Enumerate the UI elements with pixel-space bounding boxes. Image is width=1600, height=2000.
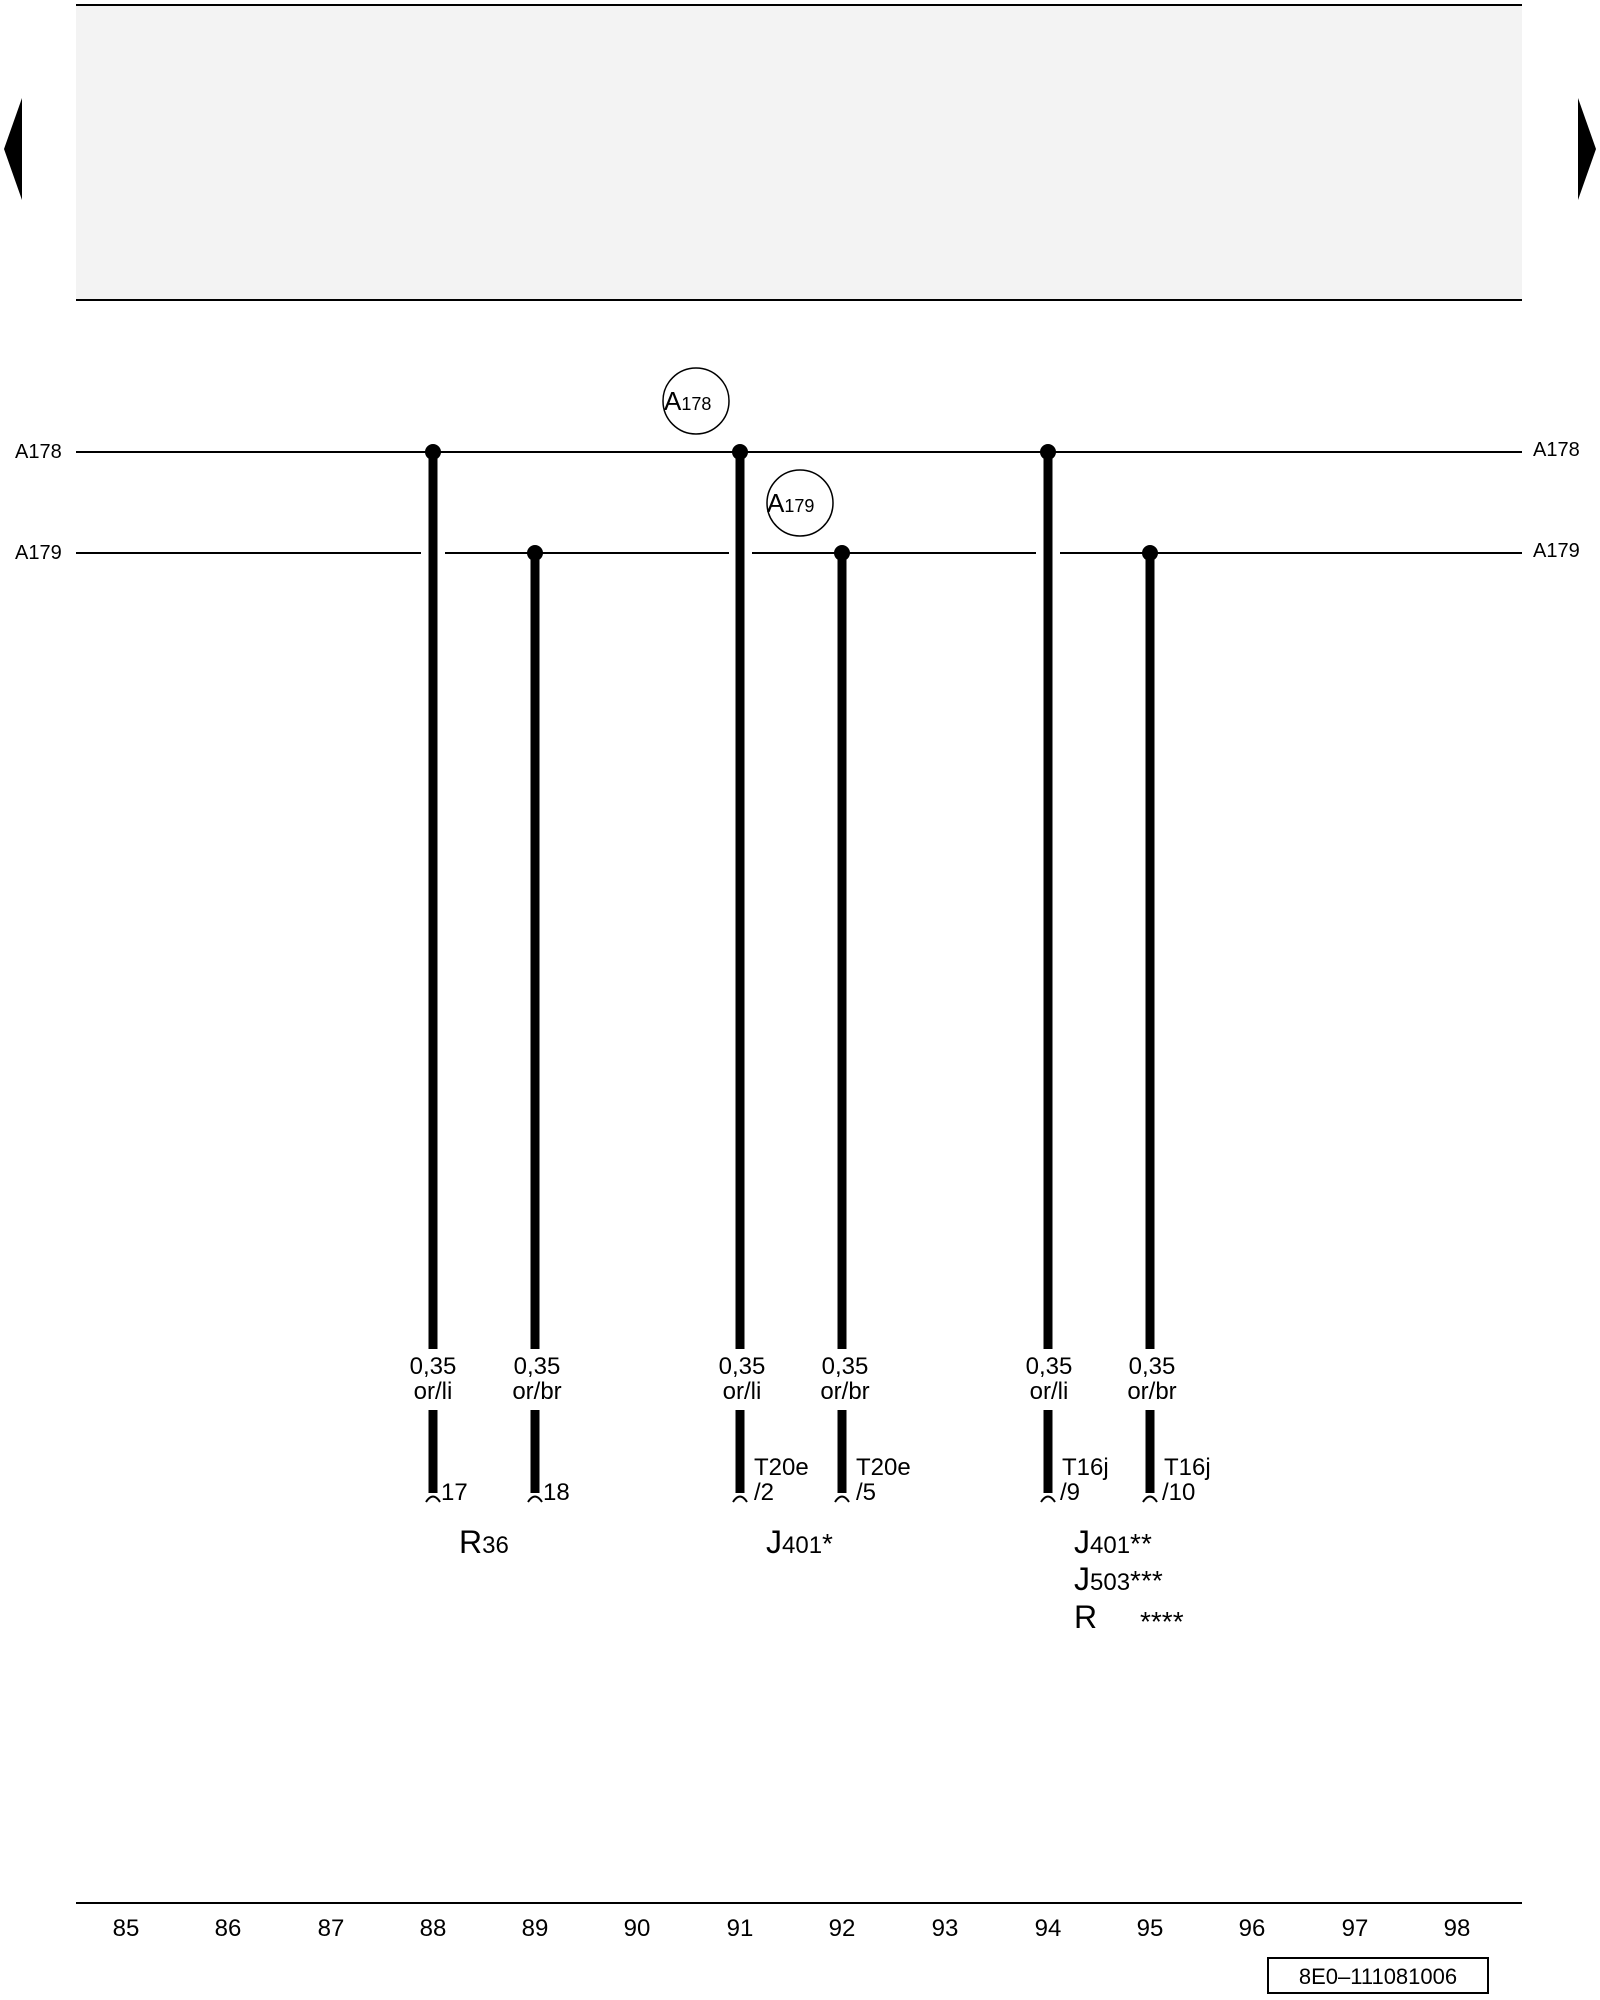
diagram-code-box (1267, 1957, 1489, 1994)
column-number: 93 (932, 1915, 959, 1942)
wire-color: or/br (820, 1378, 869, 1405)
header-band (76, 5, 1522, 300)
component-label-j401-1: J401* (766, 1524, 833, 1560)
bus-label-a179-right: A179 (1533, 540, 1580, 562)
junction-dot (527, 545, 543, 561)
component-label-r-mark: **** (1140, 1606, 1184, 1637)
pin-number: /5 (856, 1479, 876, 1506)
connector-pin-icon (834, 1495, 850, 1503)
wire-col-94: 0,35 or/li T16j /9 (1026, 444, 1109, 1506)
junction-dot (425, 444, 441, 460)
pin-number: /9 (1060, 1479, 1080, 1506)
connector-pin-icon (425, 1495, 441, 1503)
column-number: 89 (522, 1915, 549, 1942)
junction-dot (732, 444, 748, 460)
connector-id: T20e (754, 1454, 809, 1481)
wire-color: or/br (1127, 1378, 1176, 1405)
bus-label-a178-left: A178 (15, 441, 62, 463)
connector-id: T16j (1062, 1454, 1109, 1481)
wire-size: 0,35 (410, 1353, 457, 1380)
diagram-code: 8E0–111081006 (1299, 1964, 1457, 1989)
bus-label-a178-right: A178 (1533, 439, 1580, 461)
wire-size: 0,35 (822, 1353, 869, 1380)
column-numbers: 85 86 87 88 89 90 91 92 93 94 95 96 97 9… (113, 1915, 1471, 1942)
column-number: 94 (1035, 1915, 1062, 1942)
component-label-j503: J503*** (1074, 1561, 1163, 1597)
wire-col-88: 0,35 or/li 17 (410, 444, 468, 1506)
bus-label-a179-left: A179 (15, 542, 62, 564)
next-page-arrow-icon[interactable] (1578, 98, 1596, 200)
svg-text:A179: A179 (767, 488, 814, 518)
junction-dot (1040, 444, 1056, 460)
column-number: 85 (113, 1915, 140, 1942)
pin-number: 18 (543, 1479, 570, 1506)
wire-col-91: 0,35 or/li T20e /2 (719, 444, 809, 1506)
wire-color: or/li (414, 1378, 453, 1405)
wire-size: 0,35 (514, 1353, 561, 1380)
column-number: 86 (215, 1915, 242, 1942)
junction-dot (834, 545, 850, 561)
prev-page-arrow-icon[interactable] (4, 98, 22, 200)
column-number: 90 (624, 1915, 651, 1942)
column-number: 88 (420, 1915, 447, 1942)
connector-pin-icon (527, 1495, 543, 1503)
wire-size: 0,35 (1026, 1353, 1073, 1380)
connector-id: T16j (1164, 1454, 1211, 1481)
column-number: 98 (1444, 1915, 1471, 1942)
connector-pin-icon (732, 1495, 748, 1503)
component-label-r36: R36 (459, 1524, 509, 1560)
column-number: 87 (318, 1915, 345, 1942)
junction-dot (1142, 545, 1158, 561)
pin-number: /2 (754, 1479, 774, 1506)
connector-pin-icon (1040, 1495, 1056, 1503)
pin-number: /10 (1162, 1479, 1195, 1506)
column-number: 95 (1137, 1915, 1164, 1942)
wire-color: or/li (1030, 1378, 1069, 1405)
column-number: 91 (727, 1915, 754, 1942)
wire-col-95: 0,35 or/br T16j /10 (1127, 545, 1211, 1506)
wire-col-89: 0,35 or/br 18 (512, 545, 570, 1506)
component-label-j401-2: J401** (1074, 1524, 1152, 1560)
wire-color: or/br (512, 1378, 561, 1405)
component-label-r: R (1074, 1599, 1097, 1635)
column-number: 96 (1239, 1915, 1266, 1942)
connector-id: T20e (856, 1454, 911, 1481)
wire-col-92: 0,35 or/br T20e /5 (820, 545, 911, 1506)
wire-size: 0,35 (1129, 1353, 1176, 1380)
bus-id-bubble-a178: A178 (662, 367, 730, 435)
connector-pin-icon (1142, 1495, 1158, 1503)
wire-size: 0,35 (719, 1353, 766, 1380)
wire-color: or/li (723, 1378, 762, 1405)
svg-text:A178: A178 (664, 386, 711, 416)
pin-number: 17 (441, 1479, 468, 1506)
bus-id-bubble-a179: A179 (766, 469, 834, 537)
column-number: 97 (1342, 1915, 1369, 1942)
column-number: 92 (829, 1915, 856, 1942)
